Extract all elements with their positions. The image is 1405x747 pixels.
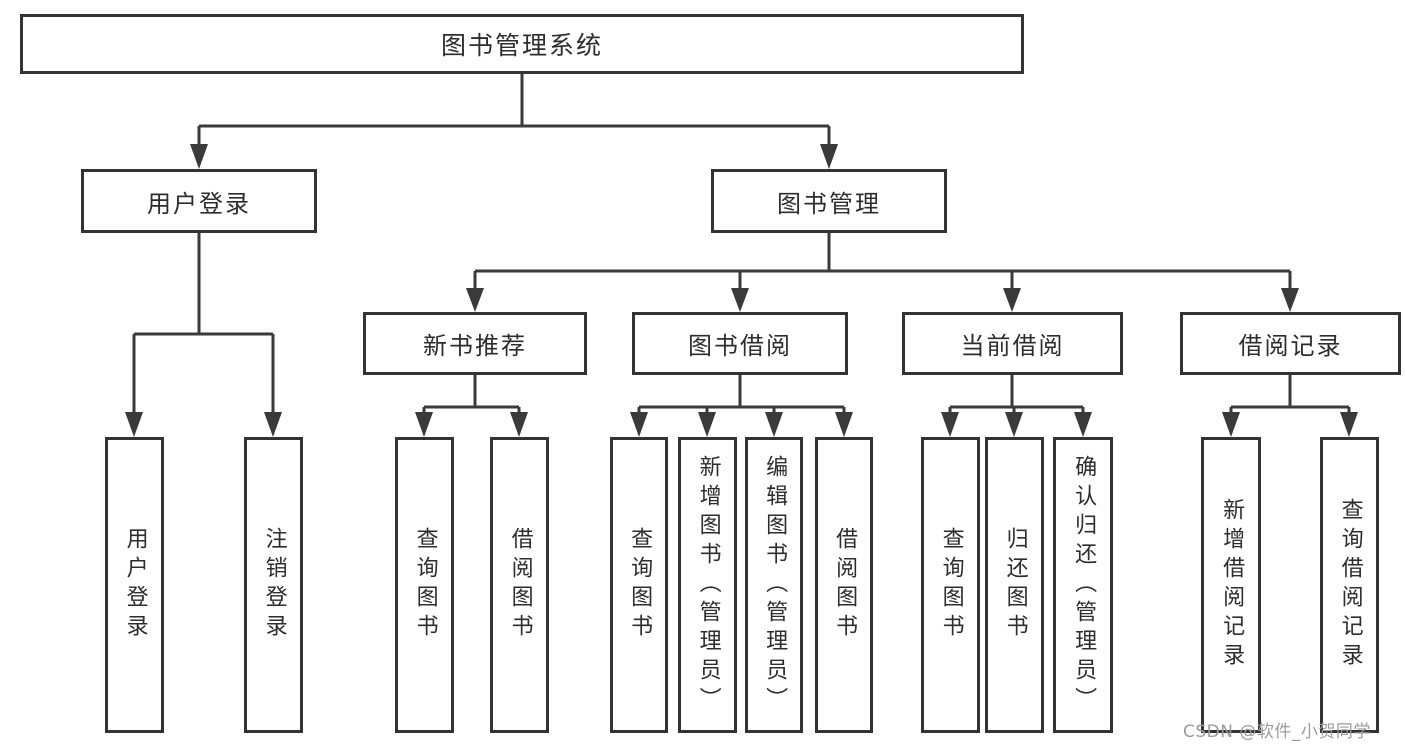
node-label: 图书管理 [777,189,881,218]
connector-root-to-level2 [197,74,831,147]
leaf-add-books-admin: 新增图书（管理员） [678,437,737,733]
node-borrowing-records: 借阅记录 [1180,312,1401,375]
node-label: 图书借阅 [688,332,792,360]
leaf-label: 借阅图书 [832,527,858,643]
node-book-management: 图书管理 [711,169,947,233]
leaf-label: 查询图书 [938,527,964,643]
leaf-label: 确认归还（管理员） [1071,454,1097,716]
node-label: 新书推荐 [423,332,527,360]
connector-userlogin-to-leaves [132,233,275,414]
node-book-borrowing: 图书借阅 [632,312,848,375]
leaf-confirm-return-admin: 确认归还（管理员） [1053,437,1113,733]
connector-records-to-leaves [1229,375,1351,414]
leaf-label: 查询借阅记录 [1337,498,1363,672]
arrowheads-current-leaves [941,412,1092,437]
connector-current-to-leaves [948,375,1085,414]
node-current-borrowing: 当前借阅 [902,312,1123,375]
connector-recommend-to-leaves [422,375,521,414]
leaf-query-books-recommend: 查询图书 [395,437,454,733]
node-label: 借阅记录 [1238,332,1343,360]
leaf-label: 注销登录 [261,527,287,643]
connector-bookmgmt-to-level3 [473,233,1292,290]
arrowheads-level3 [466,288,1299,312]
node-user-login: 用户登录 [81,169,317,233]
leaf-label: 查询图书 [412,527,438,643]
csdn-watermark: CSDN @软件_小贺同学 [1183,722,1371,742]
arrowheads-records-leaves [1222,412,1358,437]
node-root-library-system: 图书管理系统 [20,14,1024,74]
leaf-label: 查询图书 [627,527,653,643]
arrowheads-level2 [190,144,838,169]
leaf-add-borrow-record: 新增借阅记录 [1201,437,1261,733]
arrowheads-userlogin-leaves [125,412,282,437]
leaf-user-login: 用户登录 [105,437,164,733]
arrowheads-recommend-leaves [415,412,528,437]
connector-borrowing-to-leaves [637,375,846,414]
leaf-label: 归还图书 [1002,527,1028,643]
node-label: 当前借阅 [960,332,1065,360]
leaf-label: 新增借阅记录 [1219,498,1245,672]
node-label: 用户登录 [147,189,251,218]
leaf-query-borrow-record: 查询借阅记录 [1320,437,1379,733]
leaf-label: 借阅图书 [507,527,533,643]
leaf-return-books: 归还图书 [985,437,1044,733]
leaf-logout: 注销登录 [244,437,303,733]
leaf-label: 新增图书（管理员） [695,454,721,716]
leaf-edit-books-admin: 编辑图书（管理员） [745,437,803,733]
arrowheads-borrowing-leaves [630,412,853,437]
leaf-borrow-books-recommend: 借阅图书 [490,437,549,733]
leaf-borrow-books: 借阅图书 [815,437,873,733]
node-new-book-recommend: 新书推荐 [363,312,587,375]
leaf-label: 用户登录 [122,527,148,643]
leaf-query-books-borrowing: 查询图书 [610,437,668,733]
leaf-query-books-current: 查询图书 [921,437,980,733]
node-label: 图书管理系统 [440,31,603,60]
leaf-label: 编辑图书（管理员） [762,454,788,716]
